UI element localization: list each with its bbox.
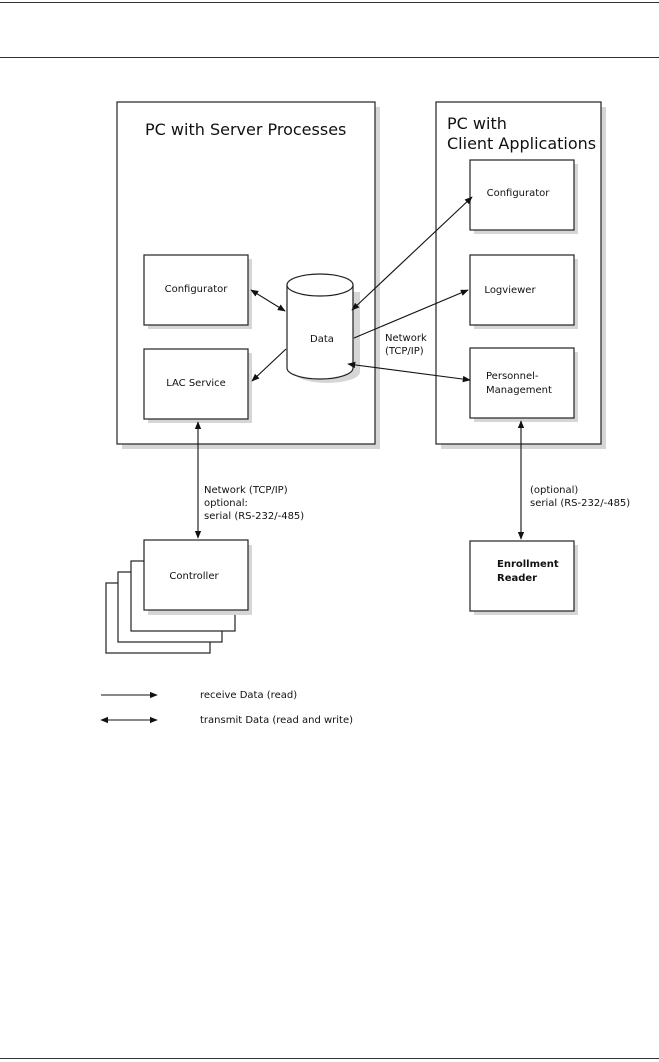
legend-receive-label: receive Data (read) bbox=[200, 690, 297, 701]
enrollment-label-line1: Enrollment bbox=[497, 559, 559, 570]
footer-rule bbox=[0, 1058, 659, 1059]
network-left-line3: serial (RS-232/-485) bbox=[204, 511, 304, 522]
data-label: Data bbox=[310, 334, 334, 345]
client-configurator-box: Configurator bbox=[469, 159, 578, 234]
server-configurator-label: Configurator bbox=[165, 284, 229, 295]
server-configurator-box: Configurator bbox=[143, 254, 252, 329]
arrow-data-logviewer bbox=[353, 289, 469, 339]
server-pc-title: PC with Server Processes bbox=[145, 120, 346, 139]
network-mid-line2: (TCP/IP) bbox=[385, 346, 424, 357]
arrow-configurator-data bbox=[250, 289, 286, 312]
network-right-line2: serial (RS-232/-485) bbox=[530, 498, 630, 509]
personnel-management-box: Personnel- Management bbox=[469, 347, 578, 422]
network-mid-line1: Network bbox=[385, 333, 427, 344]
logviewer-label: Logviewer bbox=[484, 285, 536, 296]
lac-service-box: LAC Service bbox=[143, 348, 252, 423]
controller-label: Controller bbox=[169, 571, 219, 582]
client-pc-title-line2: Client Applications bbox=[447, 134, 596, 153]
network-right-line1: (optional) bbox=[530, 485, 578, 496]
arrow-data-personnel bbox=[347, 361, 471, 383]
legend-transmit-label: transmit Data (read and write) bbox=[200, 715, 353, 726]
personnel-label-line1: Personnel- bbox=[486, 371, 539, 382]
client-pc-title-line1: PC with bbox=[447, 114, 507, 133]
personnel-label-line2: Management bbox=[486, 385, 552, 396]
enrollment-label-line2: Reader bbox=[497, 573, 537, 584]
client-configurator-label: Configurator bbox=[487, 188, 551, 199]
legend: receive Data (read) transmit Data (read … bbox=[100, 690, 353, 726]
enrollment-reader-box: Enrollment Reader bbox=[469, 540, 578, 615]
arrow-data-client-configurator bbox=[351, 196, 473, 311]
header-rule-top bbox=[0, 2, 659, 3]
lac-service-label: LAC Service bbox=[166, 378, 226, 389]
arrow-data-lac-service bbox=[251, 348, 287, 382]
network-left-line1: Network (TCP/IP) bbox=[204, 485, 288, 496]
logviewer-box: Logviewer bbox=[469, 254, 578, 329]
data-database-cylinder: Data bbox=[286, 273, 360, 383]
network-left-line2: optional: bbox=[204, 498, 248, 509]
header-rule-bottom bbox=[0, 57, 659, 58]
controller-stack: Controller bbox=[105, 539, 252, 654]
